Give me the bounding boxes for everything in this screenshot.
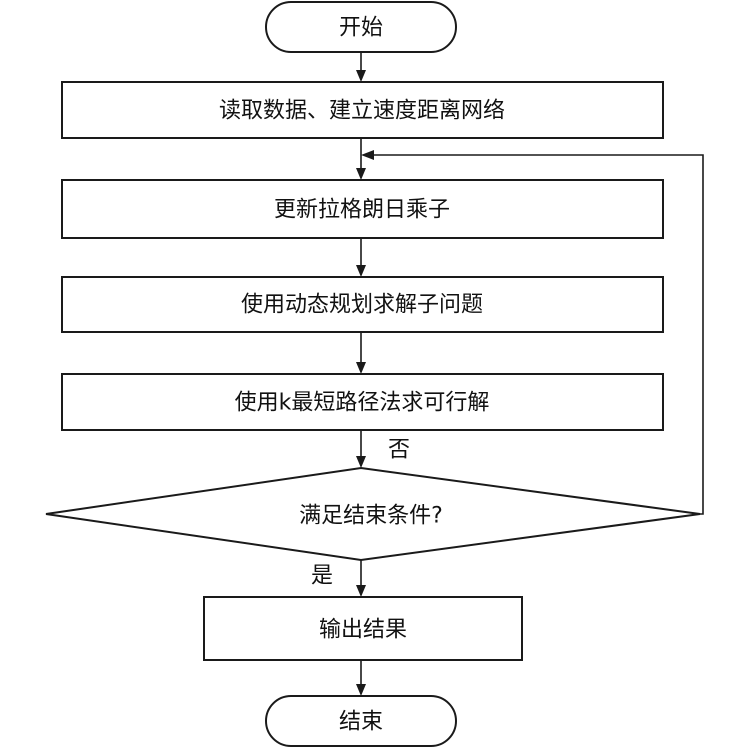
step-output-box — [203, 596, 523, 661]
arrowhead — [356, 684, 366, 696]
step-kpath-box — [61, 373, 664, 431]
edge-start-to-read — [356, 52, 366, 82]
arrowhead — [356, 265, 366, 277]
edge-decision-to-output: 是 — [311, 560, 366, 597]
step-output-node: 输出结果 — [203, 596, 523, 661]
step-output-label: 输出结果 — [319, 618, 407, 643]
step-read-box — [61, 81, 664, 139]
step-read-label: 读取数据、建立速度距离网络 — [219, 99, 505, 124]
step-update-node: 更新拉格朗日乘子 — [61, 179, 664, 239]
step-update-label: 更新拉格朗日乘子 — [274, 198, 450, 223]
end-node: 结束 — [265, 695, 457, 747]
decision-node: 满足结束条件? — [45, 466, 701, 562]
arrowhead — [356, 456, 366, 468]
arrowhead — [356, 585, 366, 597]
arrowhead — [356, 70, 366, 82]
edge-read-to-update — [356, 138, 366, 180]
edge-output-to-end — [356, 660, 366, 696]
step-kpath-label: 使用k最短路径法求可行解 — [235, 391, 490, 416]
arrowhead — [361, 150, 374, 160]
step-read-node: 读取数据、建立速度距离网络 — [61, 81, 664, 139]
step-dp-label: 使用动态规划求解子问题 — [241, 293, 483, 318]
step-dp-node: 使用动态规划求解子问题 — [61, 276, 664, 333]
loop-line — [373, 154, 704, 515]
step-dp-box — [61, 276, 664, 333]
edge-yes-label: 是 — [311, 564, 333, 589]
step-kpath-node: 使用k最短路径法求可行解 — [61, 373, 664, 431]
end-label: 结束 — [339, 710, 383, 735]
edge-decision-loop-back — [361, 150, 704, 515]
arrowhead — [356, 168, 366, 180]
decision-label: 满足结束条件? — [299, 504, 443, 529]
edge-dp-to-kpath — [356, 332, 366, 374]
start-label: 开始 — [339, 16, 383, 41]
step-update-box — [61, 179, 664, 239]
edge-update-to-dp — [356, 238, 366, 277]
arrowhead — [356, 362, 366, 374]
edge-kpath-to-decision: 否 — [356, 430, 410, 468]
edge-no-label: 否 — [388, 438, 410, 463]
start-node: 开始 — [265, 1, 457, 53]
